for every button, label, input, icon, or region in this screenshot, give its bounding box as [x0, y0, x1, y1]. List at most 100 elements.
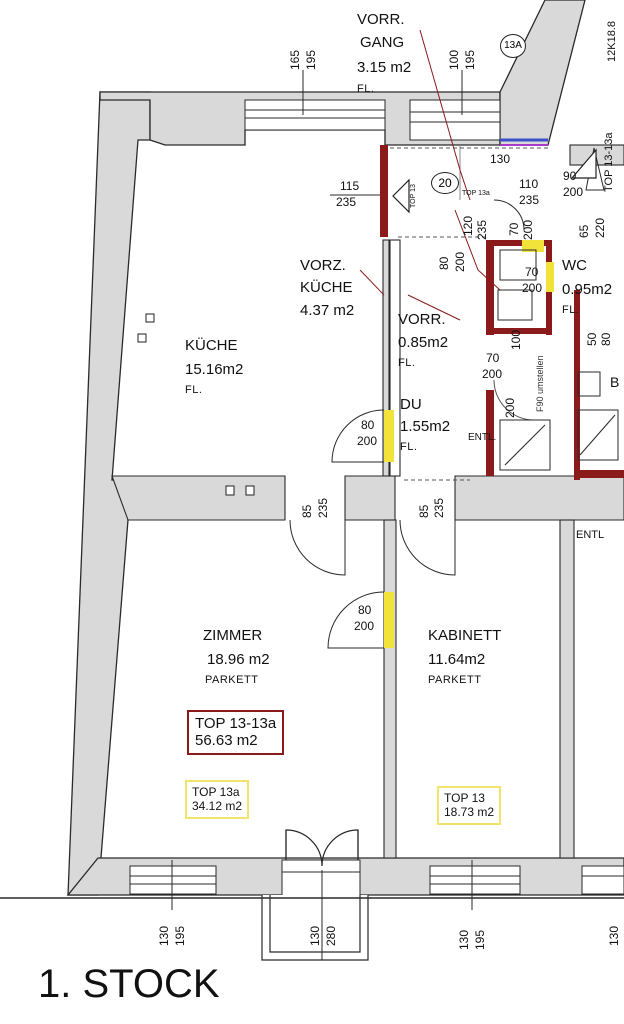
top-13-13a-box: TOP 13-13a 56.63 m2: [187, 710, 285, 755]
b-label: B: [610, 374, 620, 390]
dashed-lines: [390, 147, 548, 481]
vorz-kueche-name-1: VORZ.: [300, 257, 346, 274]
dim-85-a: 85: [300, 504, 314, 518]
top-13a-box: TOP 13a 34.12 m2: [185, 780, 250, 819]
dim-bottom-195-b: 195: [473, 929, 487, 950]
dim-200-f: 200: [357, 434, 378, 448]
top13-13a-right-label: TOP 13-13a: [603, 132, 615, 192]
dim-120: 120: [461, 215, 475, 236]
vorr-gang-area: 3.15 m2: [357, 59, 412, 76]
top-13-13a-label: TOP 13-13a: [195, 715, 277, 732]
top-13a-label: TOP 13a: [192, 785, 240, 799]
marker-20: 20: [431, 172, 459, 194]
door-swings: [289, 145, 605, 649]
dim-165: 165: [288, 49, 302, 70]
f90-label: F90 umstellen: [535, 355, 545, 412]
vorr-gang-name-2: GANG: [360, 34, 405, 51]
zimmer-area: 18.96 m2: [207, 651, 270, 668]
dim-100: 100: [447, 49, 461, 70]
dim-100-b: 100: [509, 329, 523, 350]
dim-bottom-130-b: 130: [308, 925, 322, 946]
top-13-13a-area: 56.63 m2: [195, 732, 258, 750]
dim-200-e: 200: [482, 367, 503, 381]
dim-bottom-280: 280: [324, 925, 338, 946]
vorr-area: 0.85m2: [398, 334, 449, 351]
vorr-floor: FL.: [398, 357, 416, 369]
dimension-ticks: [0, 70, 624, 960]
dim-115: 115: [340, 179, 360, 193]
dim-80-c: 80: [361, 418, 375, 432]
kabinett-name: KABINETT: [428, 627, 502, 644]
wc-floor: FL.: [562, 304, 580, 316]
dim-200-b: 200: [453, 251, 467, 272]
top-13-area: 18.73 m2: [444, 805, 495, 820]
sockets: [137, 313, 255, 496]
dim-200-c: 200: [521, 219, 535, 240]
vorz-kueche-name-2: KÜCHE: [300, 279, 353, 296]
dim-195-b: 195: [463, 49, 477, 70]
kueche-area: 15.16m2: [185, 361, 244, 378]
vorr-name: VORR.: [398, 311, 446, 328]
entl1-label: ENTL.: [468, 432, 497, 443]
wc-area: 0.95m2: [562, 281, 613, 298]
kueche-floor: FL.: [185, 384, 203, 396]
top13-small-label: TOP 13: [410, 184, 417, 208]
floor-title: 1. STOCK: [38, 962, 220, 1006]
kabinett-floor: PARKETT: [428, 674, 482, 686]
dim-220: 220: [593, 217, 607, 238]
dim-80-a: 80: [437, 256, 451, 270]
du-area: 1.55m2: [400, 418, 451, 435]
dim-bottom-195-a: 195: [173, 925, 187, 946]
vorz-kueche-area: 4.37 m2: [300, 302, 355, 319]
kueche-name: KÜCHE: [185, 337, 238, 354]
dim-bottom-130-c: 130: [457, 929, 471, 950]
dim-90: 90: [563, 169, 577, 183]
dim-80-b: 80: [599, 332, 613, 346]
bottom-windows: [129, 859, 624, 897]
dim-50: 50: [585, 332, 599, 346]
wc-name: WC: [562, 257, 587, 274]
dim-70-c: 70: [486, 351, 500, 365]
dim-195-a: 195: [304, 49, 318, 70]
dim-110: 110: [519, 177, 539, 191]
leader-lines: [359, 29, 501, 321]
dim-200-d: 200: [522, 281, 543, 295]
outer-walls: [66, 0, 624, 896]
dim-200-g: 200: [354, 619, 375, 633]
top-13a-area: 34.12 m2: [192, 799, 243, 814]
kabinett-area: 11.64m2: [428, 651, 486, 668]
dim-bottom-130-edge: 130: [607, 925, 621, 946]
top-13-box: TOP 13 18.73 m2: [437, 786, 502, 825]
zimmer-floor: PARKETT: [205, 674, 259, 686]
dim-65: 65: [577, 224, 591, 238]
dim-235-e: 235: [432, 497, 446, 518]
top-13-label: TOP 13: [444, 791, 485, 805]
vorr-gang-floor: FL.: [357, 83, 375, 95]
dim-bottom-130-a: 130: [157, 925, 171, 946]
vorr-gang-name-1: VORR.: [357, 11, 405, 28]
french-window: [285, 829, 359, 867]
top13a-small-label: TOP 13a: [462, 190, 490, 197]
marker-13a: 13A: [500, 34, 526, 58]
zimmer-name: ZIMMER: [203, 627, 263, 644]
dim-235-b: 235: [519, 193, 540, 207]
dim-70-b: 70: [525, 265, 539, 279]
top-windows: [244, 99, 548, 146]
dim-235-d: 235: [316, 497, 330, 518]
dim-85-b: 85: [417, 504, 431, 518]
entl2-label: ENTL: [576, 529, 605, 541]
dim-200-h: 200: [503, 397, 517, 418]
dim-130-top: 130: [490, 152, 511, 166]
sanitary-fixtures: [497, 249, 619, 471]
du-name: DU: [400, 396, 422, 413]
dim-80-d: 80: [358, 603, 372, 617]
dim-235-c: 235: [475, 219, 489, 240]
dim-200-a: 200: [563, 185, 584, 199]
dim-235-a: 235: [336, 195, 357, 209]
balcony: [261, 895, 369, 961]
right-edge-label: 12K18.8: [606, 21, 618, 62]
du-floor: FL.: [400, 441, 418, 453]
dim-70-a: 70: [507, 222, 521, 236]
section-marks: [392, 148, 597, 214]
